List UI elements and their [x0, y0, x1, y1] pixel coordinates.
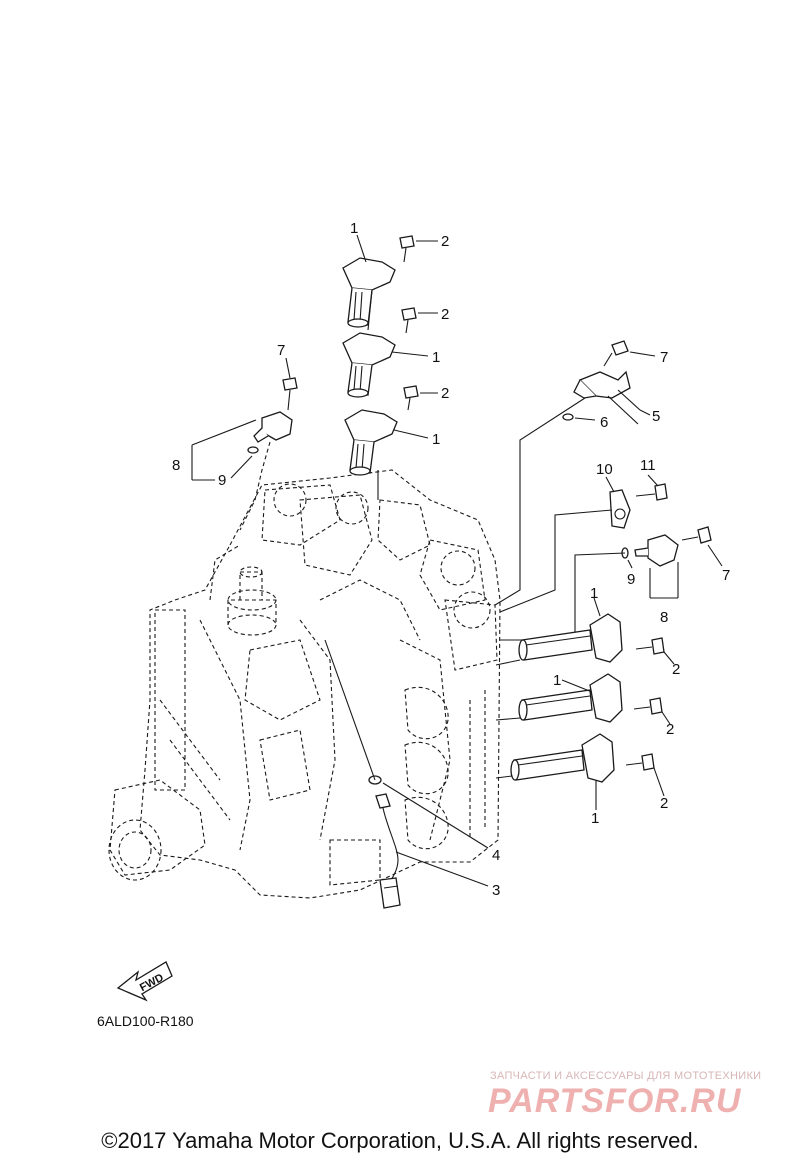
- callout-2: 2: [672, 661, 680, 678]
- callout-7: 7: [722, 567, 730, 584]
- ignition-coil-right-1: [518, 613, 623, 663]
- callout-4: 4: [492, 847, 500, 864]
- copyright-notice: ©2017 Yamaha Motor Corporation, U.S.A. A…: [101, 1128, 699, 1153]
- right-top-sensor: [573, 370, 631, 399]
- left-sensor-bolt: [282, 377, 298, 411]
- callout-2: 2: [441, 306, 449, 323]
- callout-7: 7: [277, 342, 285, 359]
- fwd-label: FWD: [138, 972, 166, 994]
- callout-8: 8: [660, 609, 668, 626]
- bolt-right-1: [635, 637, 665, 655]
- callout-2: 2: [441, 233, 449, 250]
- ignition-coil-top-1: [342, 257, 396, 328]
- ignition-coil-top-3: [344, 409, 398, 476]
- left-temperature-sensor: [253, 411, 293, 443]
- diagram-code: 6ALD100-R180: [97, 1013, 194, 1029]
- right-temperature-sensor: [634, 534, 679, 567]
- callout-11: 11: [640, 457, 656, 474]
- ignition-coil-right-3: [510, 733, 615, 783]
- callout-1: 1: [553, 672, 561, 689]
- callout-2: 2: [666, 721, 674, 738]
- callout-9: 9: [218, 472, 226, 489]
- callout-1: 1: [432, 431, 440, 448]
- callout-2: 2: [441, 385, 449, 402]
- left-o-ring: [247, 446, 259, 454]
- ignition-coil-right-2: [518, 673, 623, 723]
- callout-6: 6: [600, 414, 608, 431]
- callout-10: 10: [596, 461, 613, 478]
- engine-block: [139, 469, 501, 899]
- callout-8: 8: [172, 457, 180, 474]
- bolt-right-2: [633, 697, 663, 715]
- right-top-bolt: [603, 340, 629, 367]
- watermark-tagline: ЗАПЧАСТИ И АКСЕССУАРЫ ДЛЯ МОТОТЕХНИКИ: [490, 1070, 762, 1082]
- right-top-o-ring: [562, 413, 574, 421]
- callout-1: 1: [591, 810, 599, 827]
- callout-3: 3: [492, 882, 500, 899]
- callout-1: 1: [590, 585, 598, 602]
- callout-5: 5: [652, 408, 660, 425]
- callout-7: 7: [660, 349, 668, 366]
- ignition-coil-top-2: [342, 332, 396, 398]
- watermark-logo: PARTSFOR.RU: [488, 1082, 742, 1120]
- oil-filter: [108, 779, 206, 881]
- right-sensor-bolt: [681, 526, 712, 544]
- bolt-right-3: [625, 753, 655, 771]
- flywheel-gear: [227, 566, 277, 636]
- lower-knock-sensor: [375, 793, 401, 909]
- callout-2: 2: [660, 795, 668, 812]
- bolt-top-2: [401, 307, 417, 334]
- callout-1: 1: [432, 349, 440, 366]
- clamp-bolt: [635, 483, 668, 501]
- clamp: [609, 489, 631, 529]
- fwd-arrow-icon: [116, 961, 173, 1002]
- bolt-top-3: [403, 385, 419, 411]
- callout-1: 1: [350, 220, 358, 237]
- bolt-top-1: [399, 235, 415, 263]
- callout-9: 9: [627, 571, 635, 588]
